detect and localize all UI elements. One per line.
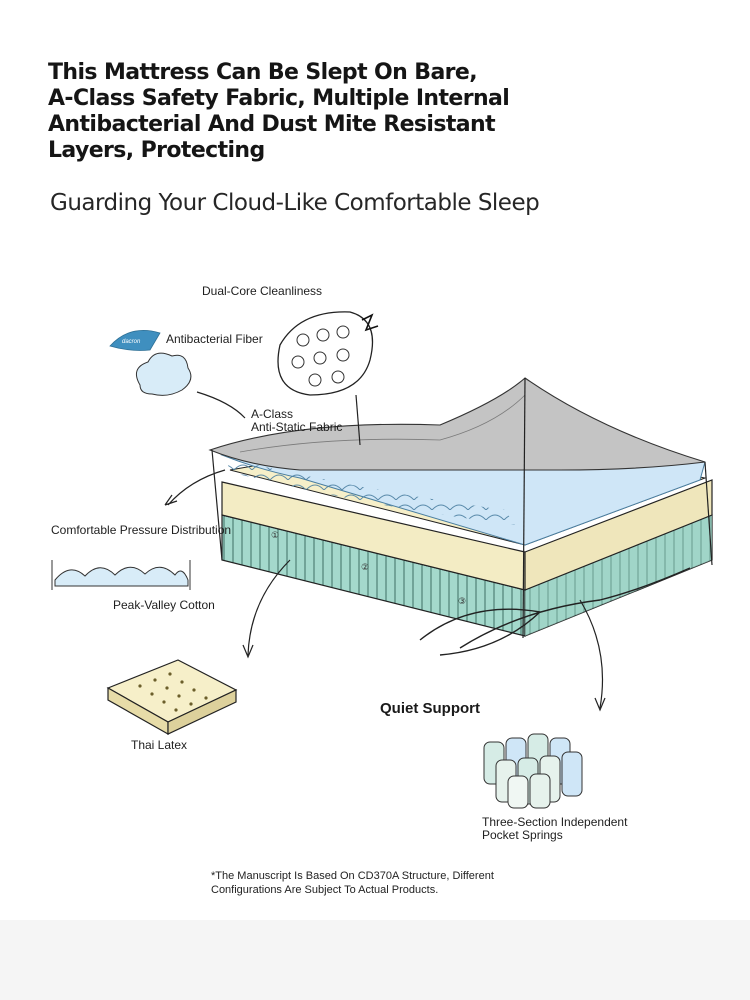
leader-lines (164, 377, 713, 712)
label-pressure: Comfortable Pressure Distribution (51, 523, 232, 537)
footnote-line: Configurations Are Subject To Actual Pro… (211, 884, 439, 896)
cloud-fiber-icon (135, 352, 192, 396)
footnote-line: *The Manuscript Is Based On CD370A Struc… (211, 870, 494, 882)
quilted-pad-icon (277, 311, 379, 396)
label-quiet-support: Quiet Support (380, 700, 480, 717)
headline-line: A-Class Safety Fabric, Multiple Internal (48, 86, 510, 111)
headline: This Mattress Can Be Slept On Bare, A-Cl… (48, 60, 688, 164)
label-pocket-springs-line: Pocket Springs (482, 828, 563, 842)
label-thai-latex: Thai Latex (131, 738, 188, 752)
latex-block-icon (106, 659, 238, 736)
mattress-body: ① ② ③ (208, 377, 713, 656)
label-pocket-springs: Three-Section Independent Pocket Springs (482, 816, 627, 842)
fiber-badge-icon: dacron (109, 330, 161, 351)
label-pocket-springs-line: Three-Section Independent (482, 815, 628, 829)
peak-valley-cotton-icon (51, 560, 191, 590)
layer-marker-1: ① (271, 530, 279, 540)
pocket-springs-icon (483, 733, 583, 809)
footer-band (0, 920, 750, 1000)
badge-text: dacron (122, 339, 141, 345)
headline-line: Antibacterial And Dust Mite Resistant (48, 112, 496, 137)
label-peak-valley: Peak-Valley Cotton (113, 598, 215, 612)
layer-marker-3: ③ (458, 596, 466, 606)
label-anti-static: A-Class Anti-Static Fabric (251, 408, 342, 434)
label-dual-core: Dual-Core Cleanliness (202, 284, 323, 298)
layer-marker-2: ② (361, 562, 369, 572)
label-anti-static-line: Anti-Static Fabric (251, 420, 343, 434)
headline-line: This Mattress Can Be Slept On Bare, (48, 60, 478, 85)
subhead: Guarding Your Cloud-Like Comfortable Sle… (50, 190, 540, 216)
footnote: *The Manuscript Is Based On CD370A Struc… (211, 869, 494, 897)
mattress-illustration: ① ② ③ dacron (51, 311, 713, 809)
label-antibacterial-fiber: Antibacterial Fiber (166, 332, 263, 346)
headline-line: Layers, Protecting (48, 138, 265, 163)
label-anti-static-line: A-Class (251, 407, 294, 421)
